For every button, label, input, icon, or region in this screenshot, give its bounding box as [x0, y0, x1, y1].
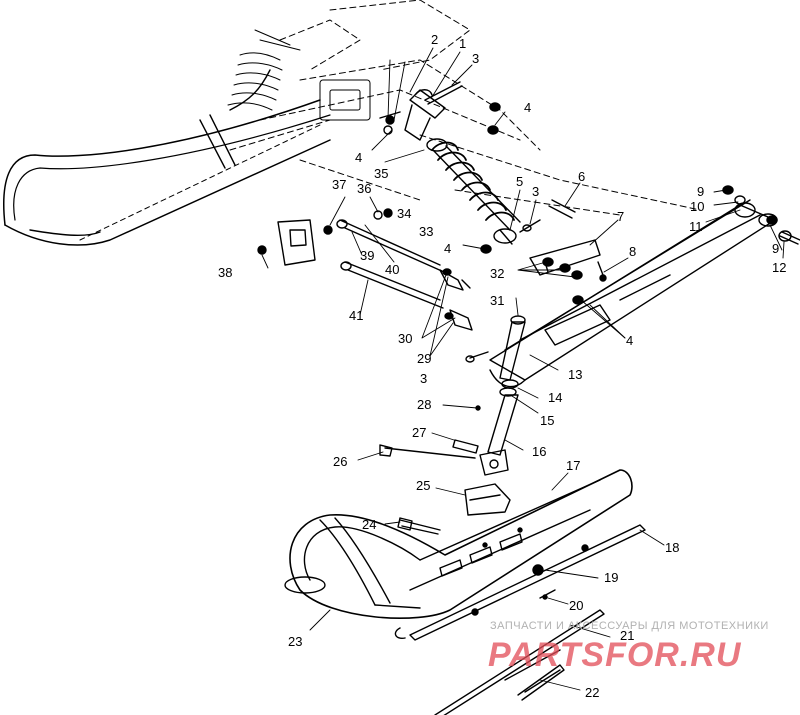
callout-31: 31 [490, 293, 504, 308]
callout-4-right: 4 [626, 333, 633, 348]
callout-5: 5 [516, 174, 523, 189]
callout-14: 14 [548, 390, 562, 405]
callout-4-left: 4 [355, 150, 362, 165]
callout-2: 2 [431, 32, 438, 47]
callout-32: 32 [490, 266, 504, 281]
trailing-arm [489, 199, 778, 388]
watermark-logo: PARTSFOR.RU [488, 636, 742, 674]
callout-8: 8 [629, 244, 636, 259]
callout-24: 24 [362, 517, 376, 532]
callout-22: 22 [585, 685, 599, 700]
callout-21: 21 [620, 628, 634, 643]
background-ski [3, 69, 331, 246]
main-ski [284, 469, 633, 619]
callout-39: 39 [360, 248, 374, 263]
ski-spindle [475, 315, 526, 476]
background-spring [227, 29, 371, 121]
callout-40: 40 [385, 262, 399, 277]
callout-25: 25 [416, 478, 430, 493]
callout-6: 6 [578, 169, 585, 184]
shock-bracket [465, 199, 607, 363]
callout-7: 7 [617, 209, 624, 224]
callout-26: 26 [333, 454, 347, 469]
mount-plate [257, 219, 316, 266]
callout-27: 27 [412, 425, 426, 440]
callout-33: 33 [419, 224, 433, 239]
callout-30: 30 [398, 331, 412, 346]
callout-numbers: 1 2 3 3 3 4 4 4 4 5 6 7 8 9 9 10 11 12 1… [218, 32, 786, 700]
wear-bar [394, 524, 646, 641]
callout-19: 19 [604, 570, 618, 585]
callout-1: 1 [459, 36, 466, 51]
callout-20: 20 [569, 598, 583, 613]
callout-38: 38 [218, 265, 232, 280]
saddle-and-bolt [379, 439, 511, 535]
carbide-runners [434, 609, 605, 715]
leader-lines [261, 47, 785, 691]
callout-37: 37 [332, 177, 346, 192]
watermark-caption: ЗАПЧАСТИ И АКСЕССУАРЫ ДЛЯ МОТОТЕХНИКИ [490, 620, 769, 632]
callout-9-top: 9 [697, 184, 704, 199]
callout-23: 23 [288, 634, 302, 649]
cross-rods [323, 208, 473, 331]
callout-35: 35 [374, 166, 388, 181]
callout-4-mid: 4 [444, 241, 451, 256]
callout-18: 18 [665, 540, 679, 555]
callout-12: 12 [772, 260, 786, 275]
callout-17: 17 [566, 458, 580, 473]
callout-3-low: 3 [420, 371, 427, 386]
callout-4-top: 4 [524, 100, 531, 115]
callout-29: 29 [417, 351, 431, 366]
callout-3-mid: 3 [532, 184, 539, 199]
callout-28: 28 [417, 397, 431, 412]
callout-10: 10 [690, 199, 704, 214]
callout-36: 36 [357, 181, 371, 196]
callout-11: 11 [689, 219, 703, 234]
callout-41: 41 [349, 308, 363, 323]
callout-34: 34 [397, 206, 411, 221]
callout-3-top: 3 [472, 51, 479, 66]
callout-16: 16 [532, 444, 546, 459]
arm-end-hardware [722, 185, 800, 245]
callout-9-bottom: 9 [772, 241, 779, 256]
callout-13: 13 [568, 367, 582, 382]
callout-15: 15 [540, 413, 554, 428]
